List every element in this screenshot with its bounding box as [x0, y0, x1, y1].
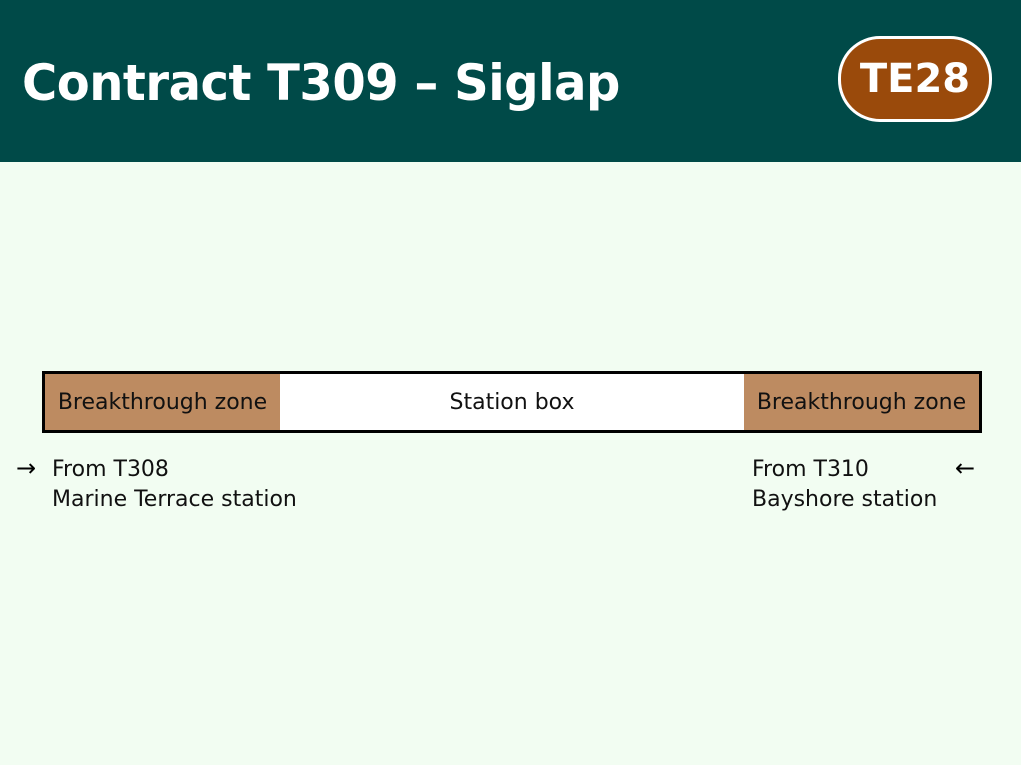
header-banner: Contract T309 – Siglap TE28: [0, 0, 1021, 162]
station-box: Station box: [449, 389, 575, 415]
station-diagram: Breakthrough zone Station box Breakthrou…: [42, 371, 982, 433]
left-origin-label: From T308 Marine Terrace station: [52, 455, 297, 515]
line-code-badge: TE28: [838, 36, 992, 122]
left-origin-contract: From T308: [52, 457, 169, 482]
badge-label: TE28: [859, 56, 971, 102]
arrow-right-icon: →: [16, 454, 37, 482]
right-origin-contract: From T310: [752, 457, 869, 482]
right-origin-station: Bayshore station: [752, 487, 938, 512]
page-title: Contract T309 – Siglap: [22, 54, 620, 112]
left-origin-station: Marine Terrace station: [52, 487, 297, 512]
left-breakthrough-zone: Breakthrough zone: [45, 374, 280, 430]
arrow-left-icon: ←: [955, 454, 976, 482]
right-breakthrough-zone: Breakthrough zone: [744, 374, 979, 430]
right-origin-label: From T310 Bayshore station: [752, 455, 937, 515]
